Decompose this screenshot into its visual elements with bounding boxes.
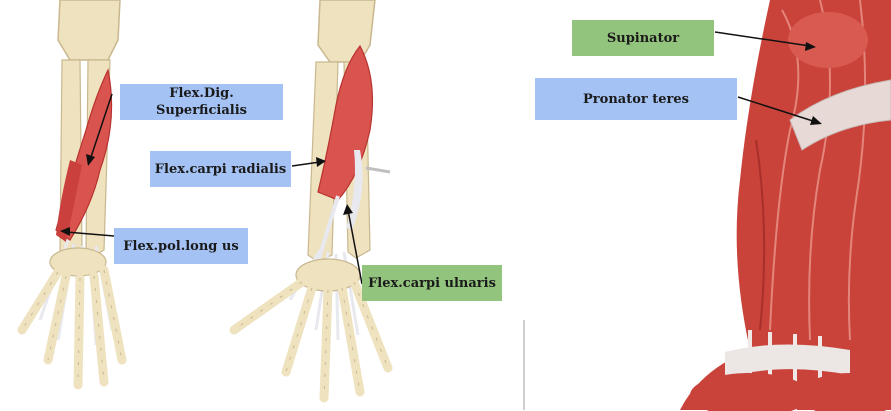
left-forearm-panel	[0, 0, 250, 411]
label-supinator: Supinator	[572, 20, 714, 56]
right-forearm-illustration	[520, 0, 891, 411]
label-flex-dig-superficialis: Flex.Dig. Superficialis	[120, 84, 283, 120]
label-flex-pol-longus: Flex.pol.long us	[114, 228, 248, 264]
label-pronator-teres: Pronator teres	[535, 78, 737, 120]
middle-forearm-panel	[220, 0, 520, 411]
left-forearm-illustration	[0, 0, 250, 411]
label-flex-carpi-radialis: Flex.carpi radialis	[150, 151, 291, 187]
right-forearm-panel	[520, 0, 891, 411]
label-flex-carpi-ulnaris: Flex.carpi ulnaris	[362, 265, 502, 301]
middle-forearm-illustration	[220, 0, 520, 411]
